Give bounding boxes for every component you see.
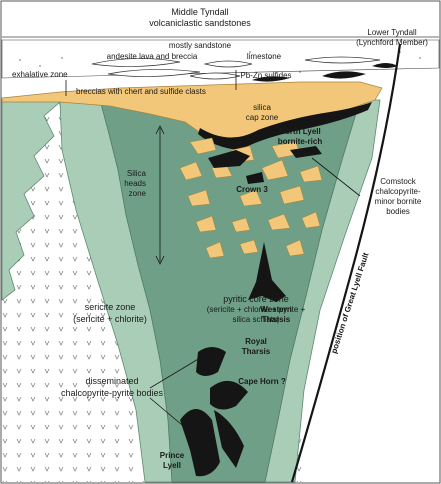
label-north-lyell: North Lyell	[279, 127, 320, 136]
label-breccias: breccias with chert and sulfide clasts	[76, 87, 206, 96]
label-disseminated: disseminated	[85, 376, 138, 386]
label-comstock-2: chalcopyrite-	[375, 187, 421, 196]
label-disseminated-2: chalcopyrite-pyrite bodies	[61, 388, 164, 398]
label-comstock: Comstock	[380, 177, 417, 186]
great-lyell-fault	[290, 43, 402, 483]
sulfide-bodies	[180, 146, 322, 477]
label-silica-heads-3: zone	[129, 189, 147, 198]
label-lower-tyndall-2: (Lynchford Member)	[356, 38, 428, 47]
label-prince-lyell: Prince	[160, 451, 185, 460]
label-pbzn: Pb-Zn sulfides	[240, 71, 291, 80]
label-north-lyell-2: bornite-rich	[278, 137, 323, 146]
pb-zn-sulfide-lenses	[252, 63, 398, 82]
label-pyritic-core: pyritic core zone	[223, 294, 289, 304]
label-silica-heads-2: heads	[124, 179, 146, 188]
north-lyell-sulfide-rim	[198, 102, 372, 150]
label-silica-heads: Silica	[127, 169, 147, 178]
label-comstock-3: minor bornite	[375, 197, 422, 206]
sandstone-layer	[1, 39, 440, 79]
label-cape-horn: Cape Horn ?	[238, 377, 286, 386]
sandstone-dots	[19, 51, 421, 73]
label-mostly-sandstone: mostly sandstone	[169, 41, 232, 50]
label-comstock-4: bodies	[386, 207, 410, 216]
label-middle-tyndall-2: volcaniclastic sandstones	[149, 18, 251, 28]
andesite-lenses	[91, 56, 381, 80]
label-silica-cap-2: cap zone	[246, 113, 279, 122]
label-royal-tharsis: Royal	[245, 337, 267, 346]
label-prince-lyell-2: Lyell	[163, 461, 181, 470]
label-sericite-zone: sericite zone	[85, 302, 136, 312]
label-western-tharsis-2: Tharsis	[262, 315, 291, 324]
label-lower-tyndall: Lower Tyndall	[367, 28, 416, 37]
label-pyritic-core-3: silica schists)	[232, 315, 279, 324]
label-western-tharsis: Western	[260, 305, 292, 314]
silica-heads	[179, 137, 323, 259]
label-royal-tharsis-2: Tharsis	[242, 347, 271, 356]
label-middle-tyndall: Middle Tyndall	[171, 7, 228, 17]
label-limestone: limestone	[247, 52, 282, 61]
label-andesite: andesite lava and breccia	[107, 52, 198, 61]
label-silica-cap: silica	[253, 103, 271, 112]
label-pyritic-core-2: (sericite + chlorite + pyrite +	[207, 305, 306, 314]
leader-lines	[65, 70, 361, 431]
label-crown-3: Crown 3	[236, 185, 268, 194]
label-exhalative: exhalative zone	[12, 70, 68, 79]
label-sericite-zone-2: (sericite + chlorite)	[73, 314, 147, 324]
